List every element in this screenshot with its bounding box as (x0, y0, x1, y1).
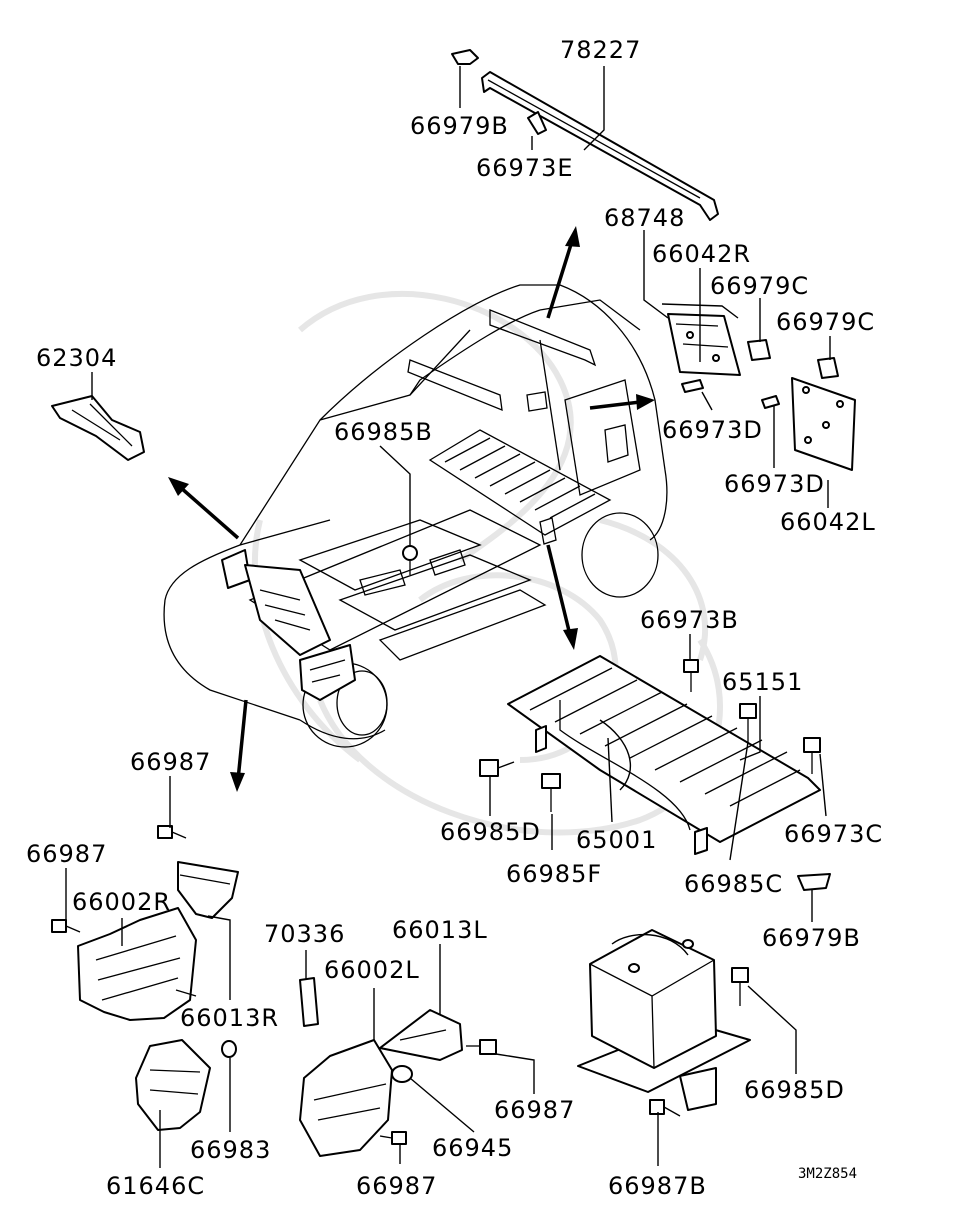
label-66987-c: 66987 (494, 1096, 575, 1124)
part-66002L-splash-shield[interactable] (299, 1039, 393, 1157)
label-66979C-b: 66979C (776, 308, 875, 336)
part-66973D-screw-b[interactable] (761, 395, 780, 409)
label-78227: 78227 (560, 36, 641, 64)
label-66973E: 66973E (476, 154, 574, 182)
label-66042L: 66042L (780, 508, 876, 536)
part-66987-clip-a[interactable] (157, 825, 187, 839)
label-66985D-bottom: 66985D (744, 1076, 845, 1104)
part-66979B-clip-bottom[interactable] (797, 873, 831, 891)
label-66973D-b: 66973D (724, 470, 825, 498)
label-66002R: 66002R (72, 888, 171, 916)
battery (589, 929, 717, 1069)
label-66987-d: 66987 (356, 1172, 437, 1200)
part-66945-grommet[interactable] (391, 1065, 413, 1083)
part-65001-floor-wire[interactable] (599, 719, 631, 791)
part-66987-clip-d[interactable] (379, 1131, 407, 1145)
part-66973C-bolt[interactable] (803, 737, 821, 774)
part-66002R-splash-shield[interactable] (77, 907, 197, 1021)
label-66985C: 66985C (684, 870, 783, 898)
label-62304: 62304 (36, 344, 117, 372)
label-66979B-bottom: 66979B (762, 924, 861, 952)
part-66042L-cover[interactable] (791, 377, 856, 471)
part-61646C-bracket[interactable] (135, 1039, 211, 1131)
label-66985B: 66985B (334, 418, 433, 446)
part-66973E-screw[interactable] (527, 111, 547, 135)
part-65151-floor-panel[interactable] (507, 655, 821, 855)
part-70336-pad[interactable] (299, 977, 319, 1027)
part-66979C-clip-a[interactable] (747, 339, 771, 361)
label-66973B: 66973B (640, 606, 739, 634)
label-66983: 66983 (190, 1136, 271, 1164)
part-66987-clip-b[interactable] (51, 919, 81, 933)
part-78227-roof-rail[interactable] (481, 71, 719, 221)
label-66013L: 66013L (392, 916, 488, 944)
label-66013R: 66013R (180, 1004, 279, 1032)
part-66973B-bolt[interactable] (683, 659, 699, 692)
label-66042R: 66042R (652, 240, 751, 268)
part-62304-bracket[interactable] (51, 395, 145, 461)
label-70336: 70336 (264, 920, 345, 948)
label-66987-b: 66987 (26, 840, 107, 868)
label-65001: 65001 (576, 826, 657, 854)
part-66013L-bracket[interactable] (379, 1009, 463, 1061)
part-66979C-clip-b[interactable] (817, 357, 839, 379)
label-66987B: 66987B (608, 1172, 707, 1200)
label-66987-a: 66987 (130, 748, 211, 776)
part-66973D-screw-a[interactable] (681, 379, 704, 393)
part-labels: 78227 66979B 66973E 68748 66042R 66979C … (26, 36, 883, 1200)
label-66002L: 66002L (324, 956, 420, 984)
label-66945: 66945 (432, 1134, 513, 1162)
diagram-code: 3M2Z854 (798, 1166, 857, 1182)
part-66983-clip[interactable] (221, 1040, 237, 1058)
part-66985C-bolt[interactable] (739, 703, 757, 742)
label-66985F: 66985F (506, 860, 602, 888)
direction-arrows (168, 226, 655, 792)
part-66985F-bolt[interactable] (541, 773, 561, 812)
part-66985D-bolt-bottom[interactable] (731, 967, 749, 1006)
part-66042R-cover[interactable] (667, 313, 741, 376)
label-68748: 68748 (604, 204, 685, 232)
part-66987B-bolt[interactable] (649, 1099, 681, 1117)
part-66987-clip-c[interactable] (466, 1039, 497, 1055)
part-66013R-bracket[interactable] (177, 861, 239, 919)
label-66985D-mid: 66985D (440, 818, 541, 846)
label-65151: 65151 (722, 668, 803, 696)
label-61646C: 61646C (106, 1172, 205, 1200)
leader-lines (65, 66, 831, 1168)
part-66985D-nut[interactable] (479, 759, 515, 777)
label-66979B-top: 66979B (410, 112, 509, 140)
part-66979B-clip-top[interactable] (451, 49, 479, 65)
label-66973C: 66973C (784, 820, 883, 848)
part-68748-seal[interactable] (661, 303, 739, 319)
vehicle-body (163, 284, 668, 748)
label-66979C-a: 66979C (710, 272, 809, 300)
label-66973D-a: 66973D (662, 416, 763, 444)
